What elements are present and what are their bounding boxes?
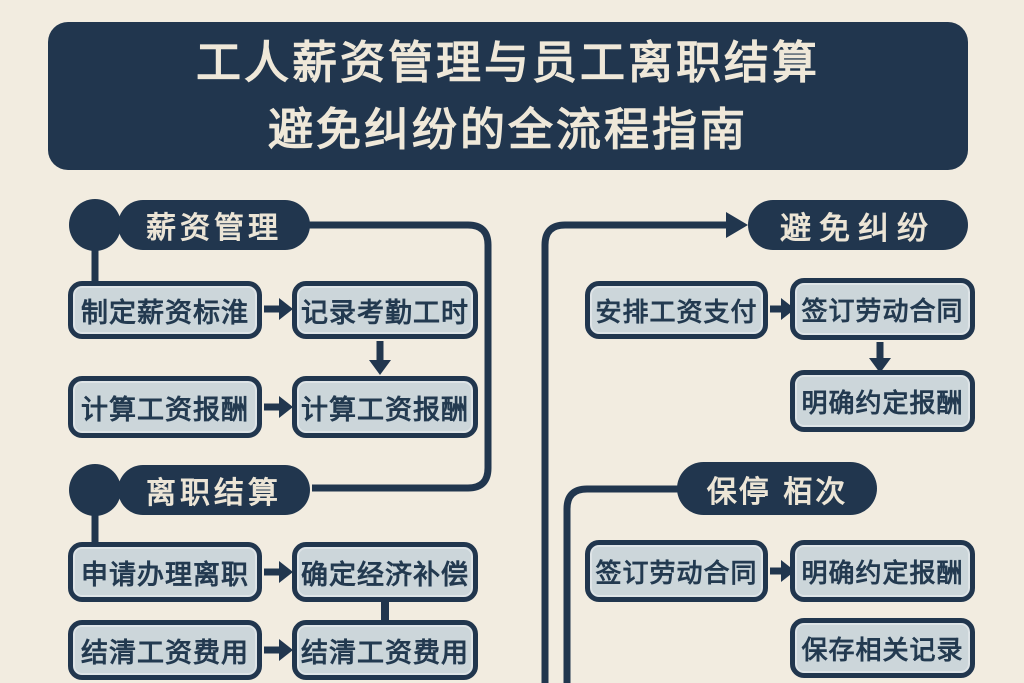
flow-box-compensation: 确定经济补偿 xyxy=(292,542,478,602)
section-pill-salary: 薪资管理 xyxy=(118,200,310,250)
arrowhead-s2 xyxy=(279,396,293,418)
section-pill-departure: 离职结算 xyxy=(118,465,310,515)
arrowhead-d2 xyxy=(279,639,293,661)
flow-box-arrange-payment: 安排工资支付 xyxy=(585,281,768,339)
title-line-2: 避免纠纷的全流程指南 xyxy=(267,103,748,156)
flow-box-sign-contract-bottom: 签订劳动合同 xyxy=(585,540,768,602)
section-pill-dispute: 避免纠纷 xyxy=(748,200,968,250)
arrowhead-center xyxy=(726,212,748,238)
flow-box-calc-pay-right: 计算工资报酬 xyxy=(292,376,478,438)
flow-box-apply-leave: 申请办理离职 xyxy=(68,542,262,602)
section-pill-archive: 保停 栢次 xyxy=(677,462,877,515)
arrowhead-record-down xyxy=(369,360,391,375)
flow-box-agree-pay-top: 明确约定报酬 xyxy=(790,370,975,432)
title-banner: 工人薪资管理与员工离职结算 避免纠纷的全流程指南 xyxy=(48,22,968,170)
departure-bullet-circle xyxy=(69,464,121,516)
flow-box-agree-pay-bottom: 明确约定报酬 xyxy=(790,540,975,602)
flow-box-set-standard: 制定薪资标淮 xyxy=(68,281,262,339)
arrowhead-d1 xyxy=(279,561,293,583)
salary-bullet-circle xyxy=(69,199,121,251)
arrowhead-s1 xyxy=(279,298,293,320)
flow-box-keep-records: 保存相关记录 xyxy=(790,618,975,678)
flow-box-settle-right: 结清工资费用 xyxy=(292,620,478,680)
flow-box-sign-contract-top: 签订劳动合同 xyxy=(790,278,975,340)
flow-box-record-hours: 记录考勤工时 xyxy=(292,281,478,339)
title-line-1: 工人薪资管理与员工离职结算 xyxy=(195,35,820,89)
connector-salary-to-departure xyxy=(308,221,492,492)
flow-box-settle-left: 结清工资费用 xyxy=(68,620,262,680)
flow-box-calc-pay-left: 计算工资报酬 xyxy=(68,376,262,438)
